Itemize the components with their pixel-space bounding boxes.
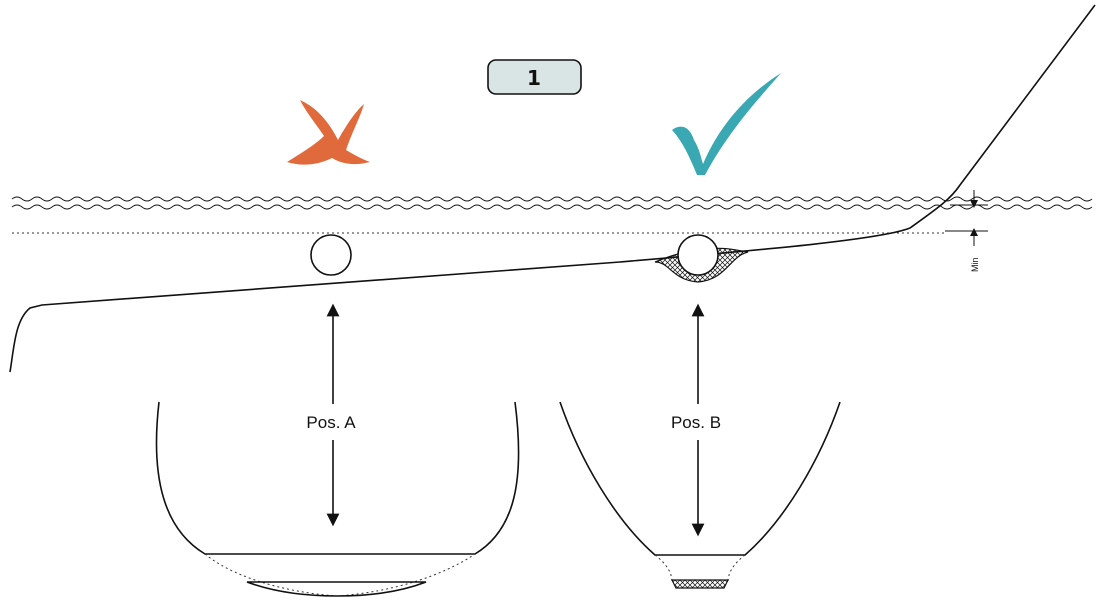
position-a-label: Pos. A [306, 413, 356, 432]
position-a: Pos. A [155, 234, 520, 597]
step-badge: 1 [487, 59, 582, 95]
position-b: Pos. B [559, 234, 841, 589]
position-b-base [671, 579, 729, 589]
position-a-container [155, 401, 520, 555]
position-a-base [246, 581, 427, 597]
step-badge-box [487, 59, 582, 95]
position-b-label: Pos. B [671, 413, 721, 432]
position-a-float [310, 234, 352, 276]
position-b-float [677, 234, 719, 276]
clearance-dimension: Min [945, 190, 988, 272]
profile-line [9, 4, 1096, 373]
clearance-label: Min [970, 257, 980, 272]
correct-check-icon [672, 73, 781, 175]
incorrect-cross-icon [287, 100, 370, 165]
water-surface [11, 196, 1093, 210]
step-badge-label: 1 [527, 66, 541, 90]
